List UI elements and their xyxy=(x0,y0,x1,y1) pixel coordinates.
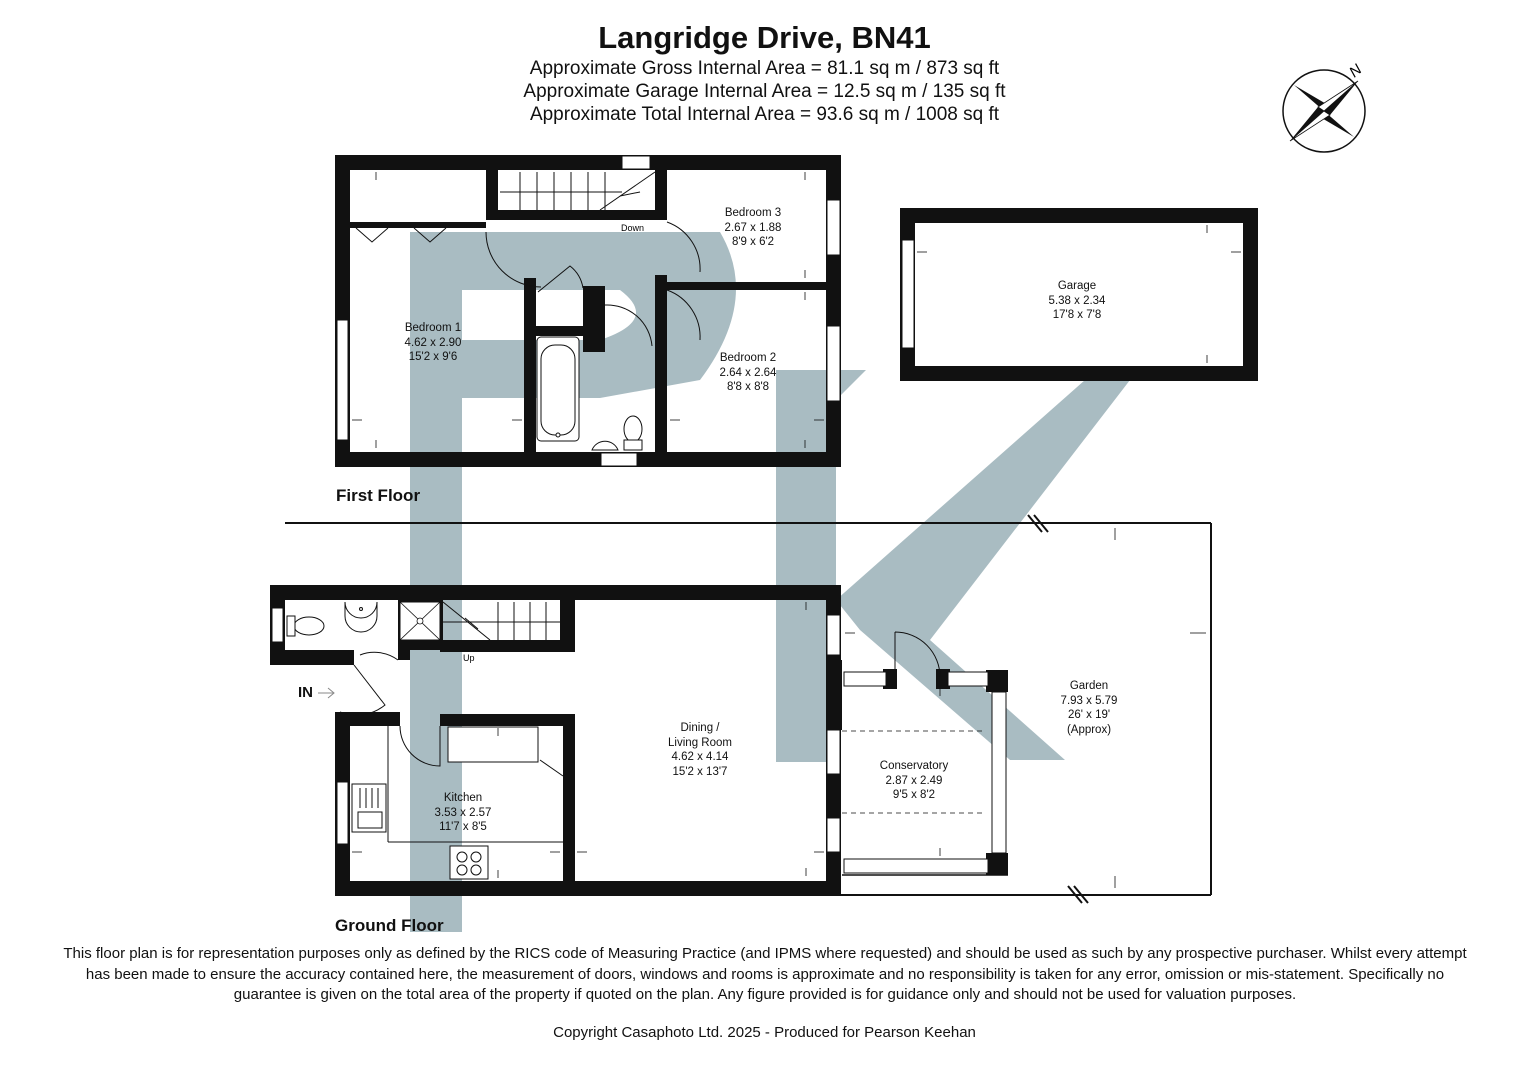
kitchen-fixtures xyxy=(351,726,564,880)
total-area-text: Approximate Total Internal Area = 93.6 s… xyxy=(529,104,1000,125)
room-metric-size: 2.64 x 2.64 xyxy=(719,366,777,379)
room-metric-size: 3.53 x 2.57 xyxy=(434,806,492,819)
room-label-conservatory: Conservatory 2.87 x 2.49 9'5 x 8'2 xyxy=(880,759,948,803)
watermark-k-arms xyxy=(836,380,1130,760)
first-floor-windows xyxy=(336,155,841,467)
first-floor-label: First Floor xyxy=(336,486,421,505)
property-title: Langridge Drive, BN41 xyxy=(598,20,931,55)
room-name-line-2: Living Room xyxy=(668,736,732,749)
watermark-p-stem xyxy=(410,232,462,932)
room-metric-size: 2.87 x 2.49 xyxy=(885,774,943,787)
toilet-icon xyxy=(623,415,643,443)
room-imperial-size: 8'8 x 8'8 xyxy=(726,381,770,393)
room-name: Bedroom 3 xyxy=(724,207,782,219)
copyright-text: Copyright Casaphoto Ltd. 2025 - Produced… xyxy=(553,1024,976,1041)
room-label-bedroom-3: Bedroom 3 2.67 x 1.88 8'9 x 6'2 xyxy=(725,206,782,250)
garden-boundary xyxy=(285,514,1212,904)
first-floor-doors xyxy=(355,221,701,347)
room-name: Garage xyxy=(1057,280,1097,292)
wc-basin-icon xyxy=(344,601,378,633)
room-name: Kitchen xyxy=(443,792,483,804)
room-imperial-size: 9'5 x 8'2 xyxy=(892,789,936,801)
first-floor-dimension-arrows xyxy=(352,172,824,448)
garage-area-text: Approximate Garage Internal Area = 12.5 … xyxy=(523,81,1006,102)
ground-floor-doors xyxy=(339,631,941,767)
room-label-bedroom-2: Bedroom 2 2.64 x 2.64 8'8 x 8'8 xyxy=(720,351,777,395)
room-name: Garden xyxy=(1069,680,1109,692)
room-label-garden: Garden 7.93 x 5.79 26' x 19' (Approx) xyxy=(1061,679,1118,737)
garage-door xyxy=(901,239,915,349)
room-name: Bedroom 2 xyxy=(719,352,777,364)
room-name: Bedroom 1 xyxy=(404,322,462,334)
room-imperial-size: 11'7 x 8'5 xyxy=(439,821,487,833)
first-floor-stairs xyxy=(500,171,656,211)
first-floor-bath-fixtures xyxy=(536,336,643,451)
room-label-bedroom-1: Bedroom 1 4.62 x 2.90 15'2 x 9'6 xyxy=(405,321,462,365)
room-metric-size: 5.38 x 2.34 xyxy=(1048,294,1106,307)
hob-icon xyxy=(449,845,489,880)
ground-floor-windows xyxy=(271,607,1007,874)
room-imperial-size: 15'2 x 13'7 xyxy=(672,765,728,778)
entrance-arrow-icon xyxy=(318,687,335,699)
basin-icon xyxy=(591,440,619,451)
cloakroom-fixtures xyxy=(286,601,378,637)
room-note: (Approx) xyxy=(1066,723,1112,736)
disclaimer-text: This floor plan is for representation pu… xyxy=(63,945,1467,1003)
stairs-down-label: Down xyxy=(621,223,644,233)
entrance-label: IN xyxy=(298,684,313,701)
room-imperial-size: 8'9 x 6'2 xyxy=(731,236,775,248)
room-name: Conservatory xyxy=(879,760,949,772)
room-imperial-size: 17'8 x 7'8 xyxy=(1052,309,1102,321)
wc-toilet-icon xyxy=(293,616,325,636)
room-imperial-size: 15'2 x 9'6 xyxy=(408,351,458,363)
room-metric-size: 4.62 x 2.90 xyxy=(404,336,462,349)
watermark-p-bowl xyxy=(410,232,736,398)
gross-area-text: Approximate Gross Internal Area = 81.1 s… xyxy=(529,58,1000,79)
watermark-k-serif xyxy=(836,370,866,400)
room-metric-size: 7.93 x 5.79 xyxy=(1060,694,1118,707)
conservatory-outline xyxy=(842,730,1008,876)
room-imperial-size: 26' x 19' xyxy=(1067,709,1111,721)
stairs-up-label: Up xyxy=(463,653,475,663)
ground-floor-dimension-arrows xyxy=(352,528,1206,888)
room-label-kitchen: Kitchen 3.53 x 2.57 11'7 x 8'5 xyxy=(435,791,492,835)
watermark-logo xyxy=(410,232,1130,932)
room-metric-size: 4.62 x 4.14 xyxy=(671,751,729,763)
room-metric-size: 2.67 x 1.88 xyxy=(724,221,782,234)
ground-floor-stairs xyxy=(442,601,560,641)
garage-dimension-arrows xyxy=(917,225,1241,363)
compass-icon xyxy=(1282,69,1366,153)
room-label-living-room: Dining / Living Room 4.62 x 4.14 15'2 x … xyxy=(668,721,732,779)
room-label-garage: Garage 5.38 x 2.34 17'8 x 7'8 xyxy=(1049,279,1106,323)
room-name: Dining / xyxy=(680,722,720,734)
ground-floor-label: Ground Floor xyxy=(335,916,444,935)
